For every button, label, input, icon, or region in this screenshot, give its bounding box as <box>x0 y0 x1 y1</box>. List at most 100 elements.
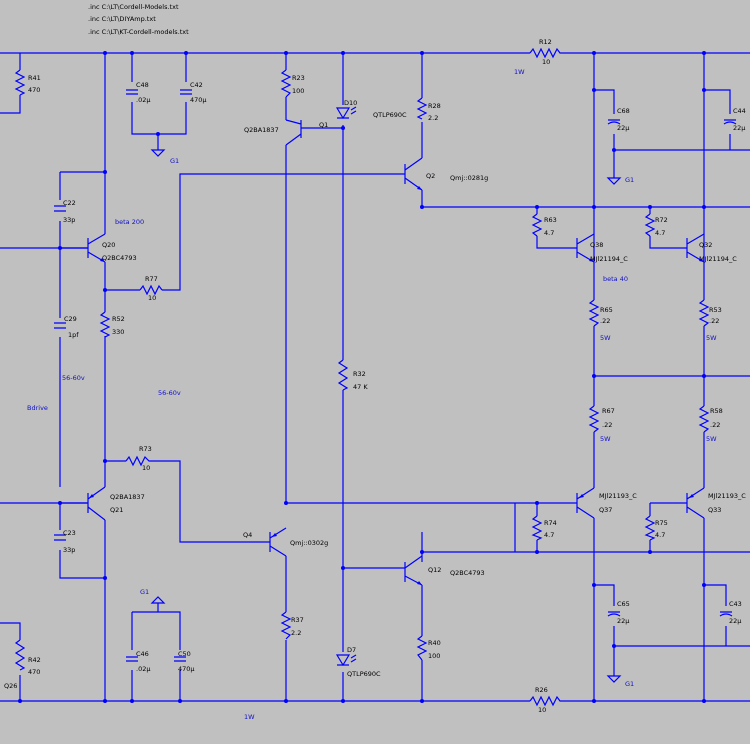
label-r75-value: 4.7 <box>655 531 665 539</box>
label-d7-name: D7 <box>347 646 356 654</box>
label-c46-name: C46 <box>136 650 149 658</box>
label-r26-name: R26 <box>535 686 548 694</box>
label-q12-name: Q12 <box>428 566 441 574</box>
ground-symbols <box>150 149 622 683</box>
label-q1d-model: QTLP690C <box>373 111 407 119</box>
ground-label-1: G1 <box>170 157 179 165</box>
label-q33-model: MJl21193_C <box>708 492 746 500</box>
label-r72-name: R72 <box>655 216 668 224</box>
ground-label-3: G1 <box>625 680 634 688</box>
label-c29-name: C29 <box>64 315 77 323</box>
label-r41-value: 470 <box>28 86 40 94</box>
label-q20-name: Q20 <box>102 241 115 249</box>
note-bdrive: Bdrive <box>27 404 48 412</box>
label-q2-model: Qmj::0281g <box>450 174 488 182</box>
label-c44-name: C44 <box>733 107 746 115</box>
label-c23-value: 33p <box>63 546 75 554</box>
label-q2-name: Q2 <box>426 172 435 180</box>
directive-3: .inc C:\LT\KT-Cordell-models.txt <box>88 28 189 36</box>
notes: 1W beta 200 56-60v 56-60v Bdrive beta 40… <box>27 68 717 721</box>
diode-symbols <box>335 106 357 667</box>
label-c22-name: C22 <box>63 199 76 207</box>
label-c48-name: C48 <box>136 81 149 89</box>
label-r37-name: R37 <box>291 616 304 624</box>
label-c46-value: .02µ <box>136 665 150 673</box>
ground-label-4: G1 <box>140 588 149 596</box>
label-r63-name: R63 <box>544 216 557 224</box>
label-r77-value: 10 <box>148 294 156 302</box>
label-q12-model: Q2BC4793 <box>450 569 485 577</box>
note-5w-2: 5W <box>706 334 717 342</box>
note-5w-4: 5W <box>706 435 717 443</box>
label-r23-name: R23 <box>292 74 305 82</box>
label-r67-name: R67 <box>602 407 615 415</box>
label-d7-value: QTLP690C <box>347 670 381 678</box>
label-r75-name: R75 <box>655 519 668 527</box>
component-labels: R41 470 R12 10 C48 .02µ C42 470µ R23 100… <box>4 38 746 714</box>
directive-2: .inc C:\LT\DIYAmp.txt <box>88 15 156 23</box>
label-q37-model: MJl21193_C <box>599 492 637 500</box>
wires <box>0 52 750 702</box>
label-r42-name: R42 <box>28 656 41 664</box>
label-c23-name: C23 <box>63 529 76 537</box>
label-r74-name: R74 <box>544 519 557 527</box>
label-q37-name: Q37 <box>599 506 612 514</box>
label-r73-name: R73 <box>139 445 152 453</box>
capacitor-symbols <box>54 89 737 662</box>
label-q20-model: Q2BC4793 <box>102 254 137 262</box>
label-r77-name: R77 <box>145 275 158 283</box>
label-r32-value: 47 K <box>353 383 368 391</box>
label-r40-value: 100 <box>428 652 440 660</box>
label-r65-name: R65 <box>600 306 613 314</box>
label-r32-name: R32 <box>353 370 366 378</box>
label-q21-name: Q21 <box>110 506 123 514</box>
label-c44-value: 22µ <box>733 124 745 132</box>
junctions <box>18 51 706 703</box>
label-q26-name: Q26 <box>4 682 17 690</box>
label-q21-model: Q2BA1837 <box>110 493 145 501</box>
label-c65-name: C65 <box>617 600 630 608</box>
label-q38-model: MJl21194_C <box>590 255 628 263</box>
label-c50-name: C50 <box>178 650 191 658</box>
label-r53-name: R53 <box>709 306 722 314</box>
resistor-symbols <box>14 47 710 707</box>
label-r42-value: 470 <box>28 668 40 676</box>
note-1w-top: 1W <box>514 68 525 76</box>
label-d10-name: D10 <box>344 99 357 107</box>
label-q4-model: Qmj::0302g <box>290 539 328 547</box>
note-56-60v-mid: 56-60v <box>158 389 181 397</box>
transistor-symbols <box>87 119 705 586</box>
directive-1: .inc C:\LT\Cordell-Models.txt <box>88 3 179 11</box>
label-r26-value: 10 <box>538 706 546 714</box>
label-r58-value: .22 <box>710 421 720 429</box>
label-q38-name: Q38 <box>590 241 603 249</box>
label-r67-value: .22 <box>602 421 612 429</box>
note-beta40: beta 40 <box>603 275 628 283</box>
label-c48-value: .02µ <box>136 96 150 104</box>
label-r23-value: 100 <box>292 87 304 95</box>
label-r28-name: R28 <box>428 102 441 110</box>
label-c29-value: 1pf <box>68 331 79 339</box>
label-r52-name: R52 <box>112 315 125 323</box>
label-r12-value: 10 <box>542 58 550 66</box>
label-q1-model: Q2BA1837 <box>244 126 279 134</box>
label-c43-name: C43 <box>729 600 742 608</box>
label-r53-value: .22 <box>709 317 719 325</box>
note-5w-3: 5W <box>600 435 611 443</box>
label-q4-name: Q4 <box>243 531 252 539</box>
label-r37-value: 2.2 <box>291 629 301 637</box>
ground-labels: G1 G1 G1 G1 <box>140 157 634 688</box>
label-c43-value: 22µ <box>729 617 741 625</box>
note-5w-1: 5W <box>600 334 611 342</box>
note-1w-bottom: 1W <box>244 713 255 721</box>
label-r41-name: R41 <box>28 74 41 82</box>
label-q32-name: Q32 <box>699 241 712 249</box>
label-r72-value: 4.7 <box>655 229 665 237</box>
label-q1-name: Q1 <box>319 121 328 129</box>
note-56-60v-left: 56-60v <box>62 374 85 382</box>
note-beta200: beta 200 <box>115 218 144 226</box>
label-r58-name: R58 <box>710 407 723 415</box>
label-c68-name: C68 <box>617 107 630 115</box>
